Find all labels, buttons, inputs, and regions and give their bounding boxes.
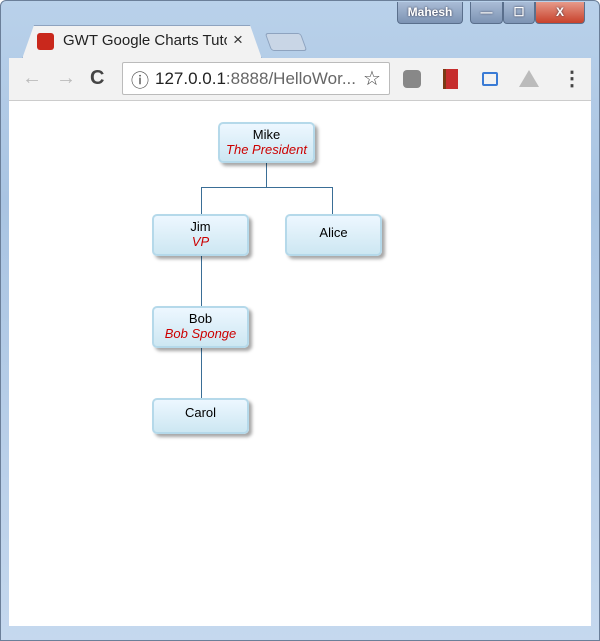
close-window-button[interactable]: X: [535, 2, 585, 24]
forward-icon[interactable]: →: [56, 67, 76, 89]
new-tab-button[interactable]: [264, 33, 308, 51]
node-name: Carol: [184, 405, 217, 420]
connector-line: [201, 187, 202, 214]
drive-icon[interactable]: [519, 70, 539, 87]
url-path: :8888/HelloWor...: [225, 69, 356, 88]
info-icon[interactable]: ⓘ: [131, 71, 149, 91]
tab-title: GWT Google Charts Tuto: [63, 32, 227, 49]
book-extension-icon[interactable]: [443, 69, 458, 89]
maximize-button[interactable]: ☐: [503, 2, 535, 24]
bookmark-star-icon[interactable]: ☆: [363, 68, 381, 90]
window-extension-icon[interactable]: [482, 72, 498, 86]
node-title: VP: [191, 234, 210, 249]
menu-icon[interactable]: ⋮: [562, 68, 582, 90]
page-content: [9, 101, 591, 626]
node-name: Mike: [252, 127, 281, 142]
minimize-button[interactable]: —: [470, 2, 503, 24]
node-name: Jim: [190, 219, 211, 234]
node-title: The President: [226, 142, 307, 157]
browser-tab[interactable]: [22, 25, 262, 59]
shield-extension-icon[interactable]: [403, 70, 421, 88]
address-bar[interactable]: 127.0.0.1:8888/HelloWor...: [122, 62, 390, 95]
org-node-carol[interactable]: Carol: [152, 398, 249, 434]
gwt-favicon-icon: [37, 33, 54, 50]
org-node-alice[interactable]: Alice: [285, 214, 382, 256]
node-name: Bob: [188, 311, 213, 326]
node-name: Alice: [319, 225, 348, 240]
reload-icon[interactable]: C: [90, 67, 105, 89]
back-icon[interactable]: ←: [22, 67, 42, 89]
connector-line: [201, 256, 202, 306]
connector-line: [266, 163, 267, 187]
connector-line: [201, 348, 202, 398]
url-host: 127.0.0.1: [155, 69, 226, 88]
profile-button[interactable]: Mahesh: [397, 2, 463, 24]
tab-close-icon[interactable]: ×: [233, 30, 243, 49]
node-title: Bob Sponge: [164, 326, 237, 341]
connector-line: [201, 187, 333, 188]
connector-line: [332, 187, 333, 214]
